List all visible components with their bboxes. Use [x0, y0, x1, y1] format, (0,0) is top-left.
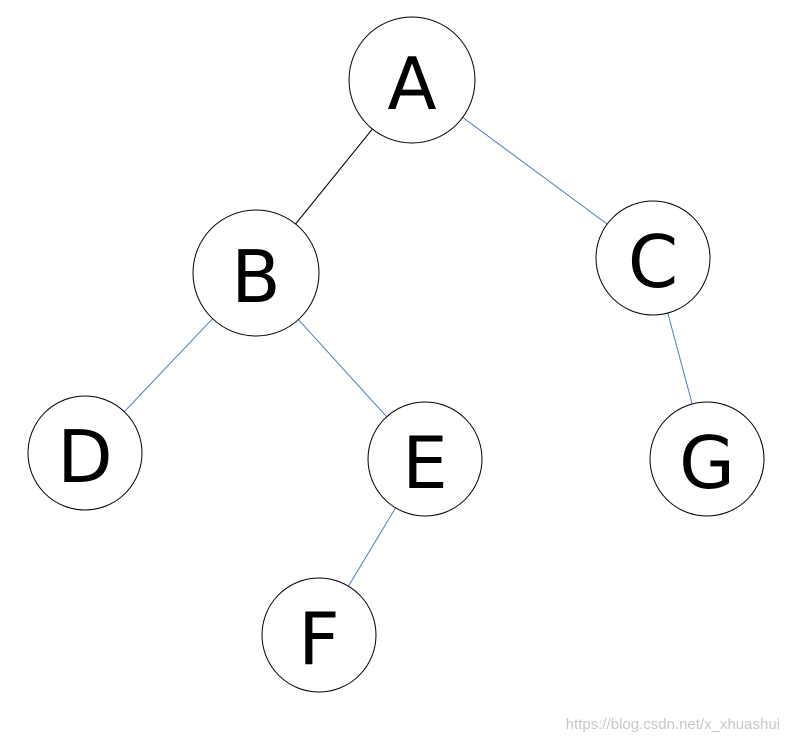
tree-nodes: A B C D E F G	[27, 16, 765, 693]
node-label: B	[231, 235, 280, 319]
node-e: E	[367, 401, 483, 517]
node-c: C	[595, 200, 711, 316]
node-f: F	[261, 577, 377, 693]
node-b: B	[192, 209, 320, 337]
node-circle	[192, 209, 320, 337]
edge-a-c	[462, 116, 608, 225]
node-circle	[595, 200, 711, 316]
node-label: D	[57, 415, 112, 499]
edge-b-e	[298, 319, 388, 418]
node-circle	[261, 577, 377, 693]
node-label: F	[298, 597, 339, 681]
node-g: G	[649, 401, 765, 517]
watermark: https://blog.csdn.net/x_xhuashui	[565, 716, 780, 733]
node-label: A	[387, 42, 436, 126]
node-label: C	[628, 220, 678, 304]
edge-e-f	[347, 507, 397, 587]
node-circle	[649, 401, 765, 517]
edge-c-g	[667, 312, 693, 405]
node-circle	[27, 395, 143, 511]
edge-b-d	[123, 318, 213, 413]
tree-edges	[123, 116, 693, 587]
node-a: A	[348, 16, 476, 144]
edge-a-b	[295, 128, 373, 225]
node-d: D	[27, 395, 143, 511]
node-circle	[367, 401, 483, 517]
node-circle	[348, 16, 476, 144]
node-label: E	[402, 421, 448, 505]
node-label: G	[679, 421, 735, 505]
